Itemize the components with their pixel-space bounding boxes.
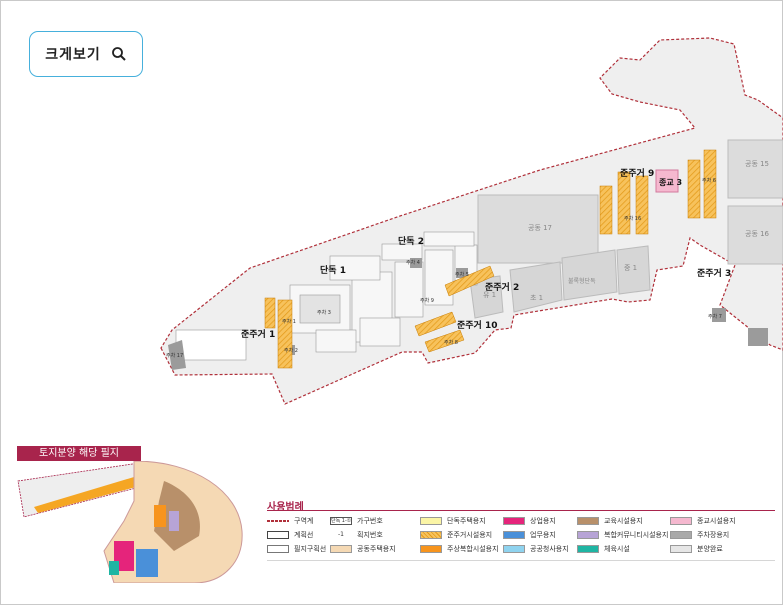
district-boundary	[160, 37, 783, 405]
legend-sold-out: 분양완료	[670, 544, 723, 554]
label-junjuger10: 준주거 10	[457, 319, 498, 331]
svg-text:중 1: 중 1	[624, 264, 637, 272]
svg-text:주차 7: 주차 7	[708, 313, 722, 320]
svg-text:주차 9: 주차 9	[420, 297, 434, 304]
svg-text:주차 5: 주차 5	[455, 271, 469, 278]
plot-jonggyo3[interactable]	[655, 169, 679, 193]
search-icon	[111, 47, 126, 61]
legend-parcel-line: 필지구획선	[267, 544, 326, 554]
legend-boundary: 구역계	[267, 517, 314, 525]
label-junjuger2: 준주거 2	[485, 281, 519, 293]
legend-semi-residential: 준주거시설용지	[420, 530, 492, 540]
parking-labels: 주차 17 주차 1 주차 2 주차 3 주차 4 주차 5 주차 6 주차 7…	[166, 177, 722, 359]
legend-title: 사용범례	[267, 502, 304, 513]
plot-gongdong17[interactable]	[477, 194, 599, 264]
semi-residential-lots[interactable]	[264, 149, 717, 369]
svg-text:주차 1: 주차 1	[282, 318, 296, 325]
legend-parking: 주차장용지	[670, 530, 729, 540]
label-junjuger9: 준주거 9	[620, 167, 654, 179]
map-labels: 단독 2 단독 1 준주거 1 준주거 2 준주거 9 준주거 10 준주거 3…	[241, 167, 731, 340]
svg-text:주차 3: 주차 3	[317, 309, 331, 316]
svg-text:불록형단독: 불록형단독	[568, 277, 596, 285]
svg-text:초 1: 초 1	[530, 294, 543, 302]
plot-bulryang[interactable]	[561, 249, 618, 301]
plot-jungdong[interactable]	[616, 245, 651, 295]
legend-block-number: 단독 1-① 가구번호	[330, 517, 383, 525]
label-danok1: 단독 1	[320, 264, 346, 276]
legend-detached-housing: 단독주택용지	[420, 516, 486, 526]
svg-text:유 1: 유 1	[483, 291, 496, 299]
plot-gongdong15[interactable]	[727, 139, 783, 199]
inset-keymap	[14, 461, 246, 583]
label-jonggyo3: 종교 3	[659, 178, 682, 187]
svg-text:주차 17: 주차 17	[166, 352, 183, 359]
zoom-button[interactable]: 크게보기	[29, 31, 143, 77]
legend-education: 교육시설용지	[577, 516, 643, 526]
legend-lot-number: -1 획지번호	[330, 530, 383, 540]
plot-labels: 공동 17 초 1 유 1 불록형단독 중 1 공동 15 공동 16	[483, 160, 770, 302]
legend-bottom-rule	[267, 560, 775, 561]
legend-religious: 종교시설용지	[670, 516, 736, 526]
site-map[interactable]: 단독 2 단독 1 준주거 1 준주거 2 준주거 9 준주거 10 준주거 3…	[0, 0, 783, 440]
label-junjuger1: 준주거 1	[241, 328, 275, 340]
svg-text:공동 15: 공동 15	[745, 160, 769, 168]
residential-grid	[175, 231, 478, 361]
legend-commercial: 상업용지	[503, 516, 556, 526]
legend-sports: 체육시설	[577, 544, 630, 554]
label-junjuger3: 준주거 3	[697, 267, 731, 279]
plot-cho1[interactable]	[509, 261, 563, 313]
legend-mixed-use: 주상복합시설용지	[420, 544, 499, 554]
legend-community: 복합커뮤니티시설용지	[577, 530, 668, 540]
legend-apartment: 공동주택용지	[330, 544, 396, 554]
zoom-button-label: 크게보기	[45, 47, 101, 63]
svg-text:주차 16: 주차 16	[624, 215, 641, 222]
svg-text:주차 4: 주차 4	[406, 259, 420, 266]
legend-plan-line: 계획선	[267, 530, 313, 540]
svg-text:공동 17: 공동 17	[528, 224, 552, 232]
plot-gongdong16[interactable]	[727, 205, 783, 265]
legend-public-office: 공공청사용지	[503, 544, 569, 554]
svg-text:주차 2: 주차 2	[284, 347, 298, 354]
svg-text:공동 16: 공동 16	[745, 230, 770, 238]
label-danok2: 단독 2	[398, 235, 424, 247]
legend-rule	[267, 510, 775, 511]
svg-text:주차 6: 주차 6	[702, 177, 716, 184]
svg-text:주차 8: 주차 8	[444, 339, 458, 346]
legend-business: 업무용지	[503, 530, 556, 540]
inset-title: 토지분양 해당 필지	[17, 446, 141, 462]
